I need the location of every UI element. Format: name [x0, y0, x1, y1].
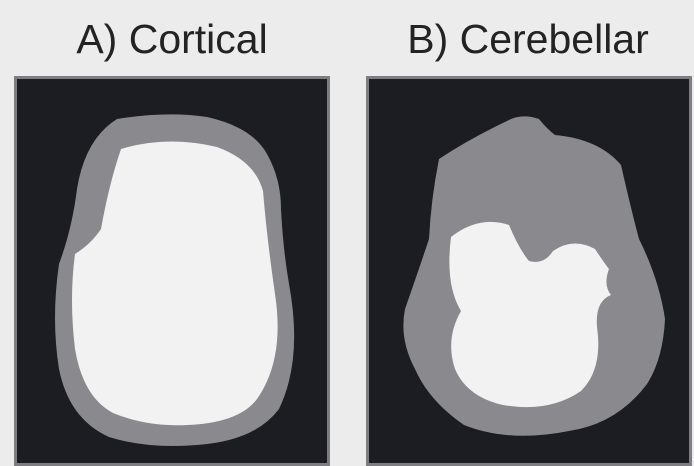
panel-b-mask-image [369, 79, 689, 463]
panel-a-cortical-mask [14, 76, 330, 466]
panel-a-mask-image [17, 79, 327, 463]
panel-b-cerebellar-mask [366, 76, 692, 466]
panel-a-title: A) Cortical [16, 14, 328, 64]
panel-b-title: B) Cerebellar [368, 14, 688, 64]
